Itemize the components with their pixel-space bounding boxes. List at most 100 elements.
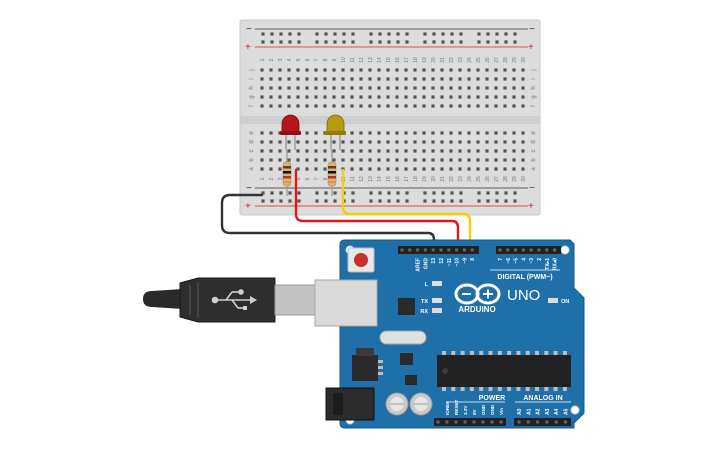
- breadboard-hole[interactable]: [449, 104, 453, 108]
- breadboard-hole[interactable]: [458, 86, 462, 90]
- led-yellow[interactable]: [325, 114, 346, 150]
- breadboard-hole[interactable]: [431, 77, 435, 81]
- header-pin[interactable]: [462, 248, 466, 252]
- header-pin[interactable]: [416, 248, 420, 252]
- resistor-2[interactable]: [327, 150, 337, 196]
- header-pin[interactable]: [498, 248, 502, 252]
- breadboard-hole[interactable]: [458, 131, 462, 135]
- breadboard-hole[interactable]: [494, 131, 498, 135]
- header-pin[interactable]: [536, 420, 540, 424]
- breadboard-hole[interactable]: [296, 167, 300, 171]
- breadboard-hole[interactable]: [467, 95, 471, 99]
- breadboard-hole[interactable]: [269, 77, 273, 81]
- breadboard-hole[interactable]: [287, 158, 291, 162]
- breadboard-hole[interactable]: [449, 158, 453, 162]
- breadboard-hole[interactable]: [323, 68, 327, 72]
- breadboard-hole[interactable]: [413, 104, 417, 108]
- rail-hole[interactable]: [486, 191, 490, 195]
- breadboard-hole[interactable]: [521, 167, 525, 171]
- breadboard-hole[interactable]: [395, 131, 399, 135]
- breadboard-hole[interactable]: [260, 86, 264, 90]
- breadboard-hole[interactable]: [422, 158, 426, 162]
- breadboard-hole[interactable]: [350, 86, 354, 90]
- breadboard-hole[interactable]: [350, 95, 354, 99]
- rail-hole[interactable]: [315, 32, 319, 36]
- breadboard-hole[interactable]: [431, 86, 435, 90]
- breadboard-hole[interactable]: [332, 95, 336, 99]
- breadboard-hole[interactable]: [368, 95, 372, 99]
- breadboard-hole[interactable]: [413, 140, 417, 144]
- breadboard-hole[interactable]: [269, 95, 273, 99]
- breadboard-hole[interactable]: [413, 167, 417, 171]
- breadboard-hole[interactable]: [467, 149, 471, 153]
- breadboard-hole[interactable]: [494, 104, 498, 108]
- rail-hole[interactable]: [342, 32, 346, 36]
- breadboard-hole[interactable]: [413, 68, 417, 72]
- breadboard-hole[interactable]: [314, 86, 318, 90]
- rail-hole[interactable]: [297, 32, 301, 36]
- breadboard-hole[interactable]: [386, 149, 390, 153]
- breadboard-hole[interactable]: [440, 95, 444, 99]
- breadboard-hole[interactable]: [368, 131, 372, 135]
- breadboard-hole[interactable]: [377, 95, 381, 99]
- breadboard-hole[interactable]: [395, 167, 399, 171]
- breadboard-hole[interactable]: [440, 68, 444, 72]
- breadboard-hole[interactable]: [485, 167, 489, 171]
- rail-hole[interactable]: [288, 191, 292, 195]
- breadboard-hole[interactable]: [449, 149, 453, 153]
- breadboard-hole[interactable]: [314, 158, 318, 162]
- breadboard-hole[interactable]: [314, 104, 318, 108]
- breadboard-hole[interactable]: [350, 158, 354, 162]
- breadboard-hole[interactable]: [323, 95, 327, 99]
- breadboard-hole[interactable]: [278, 158, 282, 162]
- breadboard-hole[interactable]: [386, 86, 390, 90]
- breadboard-hole[interactable]: [278, 86, 282, 90]
- breadboard-hole[interactable]: [386, 104, 390, 108]
- breadboard-hole[interactable]: [359, 104, 363, 108]
- breadboard-hole[interactable]: [377, 158, 381, 162]
- breadboard-hole[interactable]: [440, 149, 444, 153]
- rail-hole[interactable]: [351, 191, 355, 195]
- breadboard-hole[interactable]: [269, 167, 273, 171]
- breadboard-hole[interactable]: [323, 86, 327, 90]
- breadboard-hole[interactable]: [332, 104, 336, 108]
- rail-hole[interactable]: [441, 32, 445, 36]
- breadboard-hole[interactable]: [386, 131, 390, 135]
- breadboard-hole[interactable]: [467, 68, 471, 72]
- header-pin[interactable]: [481, 420, 485, 424]
- breadboard-hole[interactable]: [503, 86, 507, 90]
- breadboard-hole[interactable]: [296, 104, 300, 108]
- rail-hole[interactable]: [279, 199, 283, 203]
- breadboard-hole[interactable]: [359, 158, 363, 162]
- breadboard-hole[interactable]: [521, 140, 525, 144]
- breadboard-hole[interactable]: [260, 95, 264, 99]
- breadboard-hole[interactable]: [314, 95, 318, 99]
- breadboard-hole[interactable]: [260, 158, 264, 162]
- breadboard-hole[interactable]: [458, 167, 462, 171]
- rail-hole[interactable]: [423, 199, 427, 203]
- breadboard-hole[interactable]: [314, 77, 318, 81]
- breadboard-hole[interactable]: [431, 95, 435, 99]
- breadboard-hole[interactable]: [305, 167, 309, 171]
- breadboard-hole[interactable]: [350, 131, 354, 135]
- breadboard-hole[interactable]: [395, 95, 399, 99]
- breadboard-hole[interactable]: [332, 68, 336, 72]
- breadboard-hole[interactable]: [467, 77, 471, 81]
- breadboard-hole[interactable]: [395, 158, 399, 162]
- breadboard-hole[interactable]: [368, 68, 372, 72]
- breadboard-hole[interactable]: [350, 149, 354, 153]
- breadboard-hole[interactable]: [278, 149, 282, 153]
- breadboard-hole[interactable]: [485, 158, 489, 162]
- rail-hole[interactable]: [486, 199, 490, 203]
- header-pin[interactable]: [537, 248, 541, 252]
- breadboard-hole[interactable]: [512, 149, 516, 153]
- breadboard-hole[interactable]: [305, 68, 309, 72]
- breadboard-hole[interactable]: [521, 104, 525, 108]
- breadboard-hole[interactable]: [485, 140, 489, 144]
- breadboard-hole[interactable]: [269, 140, 273, 144]
- rail-hole[interactable]: [405, 191, 409, 195]
- breadboard-hole[interactable]: [359, 131, 363, 135]
- breadboard-hole[interactable]: [476, 95, 480, 99]
- breadboard-hole[interactable]: [386, 140, 390, 144]
- breadboard-hole[interactable]: [431, 68, 435, 72]
